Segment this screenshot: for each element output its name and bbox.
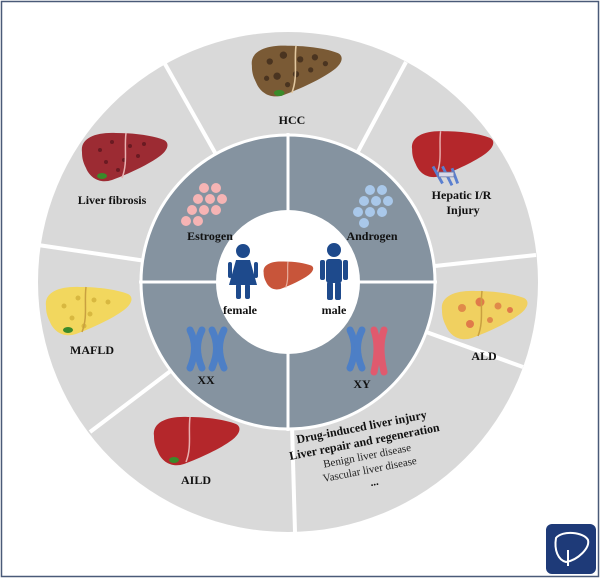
label-male: male: [322, 303, 347, 317]
hcc-liver-icon: [251, 45, 342, 97]
label-xx: XX: [197, 373, 215, 387]
label-hepatic-ir-line2: Injury: [446, 203, 479, 217]
male-icon: [320, 243, 348, 300]
aild-liver-icon: [153, 416, 240, 466]
fibrosis-liver-icon: [81, 132, 168, 182]
female-icon: [228, 244, 258, 299]
estrogen-dots-icon: [181, 183, 227, 226]
ir-liver-icon: [411, 131, 494, 187]
label-aild: AILD: [181, 473, 211, 487]
mafld-liver-icon: [45, 286, 132, 336]
label-ellipsis: ...: [369, 476, 380, 489]
center-liver-icon: [263, 261, 314, 290]
label-hcc: HCC: [279, 113, 306, 127]
label-female: female: [223, 303, 258, 317]
label-hepatic-ir-line1: Hepatic I/R: [432, 188, 492, 202]
journal-logo-icon: [546, 524, 596, 574]
label-ald: ALD: [471, 349, 497, 363]
xx-chromosome-icon: [186, 326, 228, 372]
androgen-dots-icon: [353, 185, 393, 228]
xy-chromosome-icon: [346, 326, 388, 376]
ald-liver-icon: [441, 290, 528, 340]
label-liver-fibrosis: Liver fibrosis: [78, 193, 147, 207]
label-hepatic-ir: Hepatic I/R Injury: [432, 188, 495, 217]
label-mafld: MAFLD: [70, 343, 114, 357]
label-estrogen: Estrogen: [187, 229, 233, 243]
label-xy: XY: [353, 377, 371, 391]
label-androgen: Androgen: [346, 229, 397, 243]
